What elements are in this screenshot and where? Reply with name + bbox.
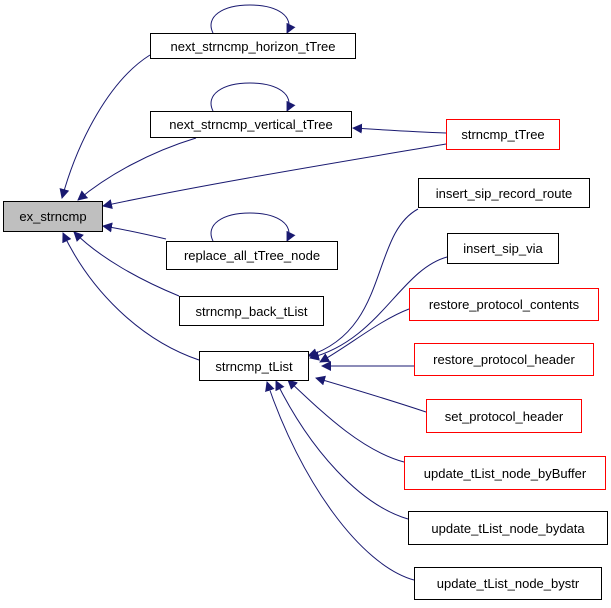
- node-strncmp-tlist[interactable]: strncmp_tList: [199, 351, 309, 381]
- edge-bystr-to-list: [265, 381, 415, 581]
- node-set-protocol-header[interactable]: set_protocol_header: [426, 399, 582, 433]
- node-update-tlist-node-bybuffer[interactable]: update_tList_node_byBuffer: [404, 456, 606, 490]
- edge-bybuffer-to-list: [287, 379, 405, 463]
- edge-back-to-ex: [73, 231, 180, 297]
- node-insert-sip-via[interactable]: insert_sip_via: [447, 233, 559, 264]
- edge-strncmptree-to-vertical: [352, 123, 447, 134]
- edge-horizon-to-ex: [59, 54, 151, 199]
- node-update-tlist-node-bydata[interactable]: update_tList_node_bydata: [408, 511, 608, 545]
- node-ex-strncmp[interactable]: ex_strncmp: [3, 201, 103, 232]
- edge-strncmptree-to-ex: [102, 143, 447, 209]
- edge-set-to-list: [315, 375, 427, 413]
- node-strncmp-ttree[interactable]: strncmp_tTree: [446, 119, 560, 150]
- edge-self-loop-horizon: [210, 4, 296, 34]
- node-update-tlist-node-bystr[interactable]: update_tList_node_bystr: [414, 567, 602, 600]
- edge-contents-to-list: [319, 308, 410, 363]
- edge-list-to-ex: [62, 232, 200, 361]
- node-restore-protocol-contents[interactable]: restore_protocol_contents: [409, 288, 599, 321]
- edge-recordroute-to-list: [307, 208, 419, 359]
- node-strncmp-back-tlist[interactable]: strncmp_back_tList: [179, 296, 324, 326]
- edge-bydata-to-list: [275, 380, 409, 520]
- edge-via-to-list: [309, 256, 448, 361]
- node-next-strncmp-vertical-ttree[interactable]: next_strncmp_vertical_tTree: [150, 111, 352, 138]
- node-insert-sip-record-route[interactable]: insert_sip_record_route: [418, 178, 590, 208]
- edge-self-loop-replace: [210, 212, 296, 242]
- node-replace-all-ttree-node[interactable]: replace_all_tTree_node: [166, 241, 338, 270]
- node-next-strncmp-horizon-ttree[interactable]: next_strncmp_horizon_tTree: [150, 33, 356, 59]
- edge-self-loop-vertical: [210, 82, 296, 112]
- node-restore-protocol-header[interactable]: restore_protocol_header: [414, 343, 594, 376]
- edge-replace-to-ex: [102, 222, 167, 240]
- edge-vertical-to-ex: [77, 137, 197, 201]
